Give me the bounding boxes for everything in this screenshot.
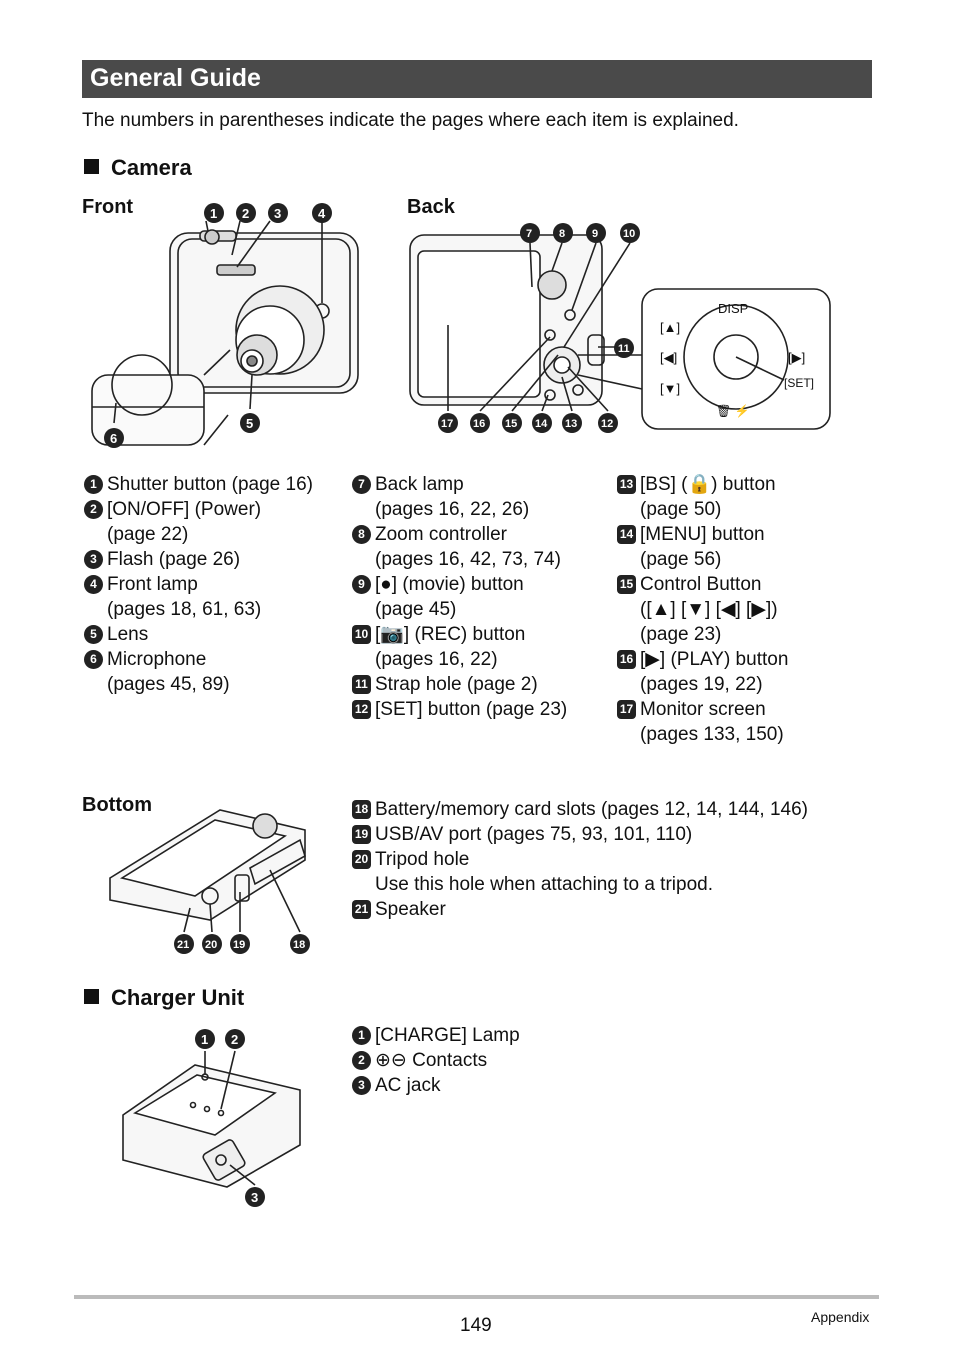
footer-divider	[74, 1295, 879, 1299]
charger-illustration: 1 2 3	[122, 1029, 301, 1207]
list-item: 16[▶] (PLAY) button(pages 19, 22)	[617, 647, 788, 697]
svg-text:19: 19	[233, 939, 245, 951]
svg-text:4: 4	[318, 206, 326, 221]
svg-text:21: 21	[177, 939, 189, 951]
up-key-label: [▲]	[660, 320, 680, 335]
list-item: 1[CHARGE] Lamp	[352, 1023, 520, 1048]
front-label: Front	[82, 196, 134, 218]
svg-text:16: 16	[473, 418, 485, 430]
down-key-label: [▼]	[660, 381, 680, 396]
svg-text:8: 8	[559, 228, 565, 240]
list-item: 9[●] (movie) button(page 45)	[352, 572, 567, 622]
camera-list-col3: 13[BS] (🔒) button(page 50) 14[MENU] butt…	[617, 472, 788, 747]
list-item: 12[SET] button (page 23)	[352, 697, 567, 722]
svg-text:17: 17	[441, 418, 453, 430]
list-item: 10[📷] (REC) button(pages 16, 22)	[352, 622, 567, 672]
svg-text:5: 5	[246, 416, 253, 431]
charger-heading-text: Charger Unit	[111, 985, 245, 1010]
svg-text:18: 18	[293, 939, 305, 951]
bottom-label: Bottom	[82, 794, 152, 816]
camera-back-illustration: DISP [▲] [◀] [▶] [▼] [SET] 🗑 ⚡ 7 8 9 10 …	[409, 223, 831, 433]
svg-text:1: 1	[210, 206, 217, 221]
svg-text:3: 3	[251, 1190, 258, 1205]
svg-text:14: 14	[535, 418, 548, 430]
svg-text:13: 13	[565, 418, 577, 430]
page-title: General Guide	[90, 64, 261, 92]
camera-front-illustration: 1 2 3 4 5 6	[91, 203, 359, 448]
svg-text:9: 9	[592, 228, 598, 240]
svg-text:6: 6	[110, 431, 117, 446]
disp-label: DISP	[718, 301, 748, 316]
list-item: 13[BS] (🔒) button(page 50)	[617, 472, 788, 522]
back-label: Back	[407, 196, 455, 218]
svg-text:1: 1	[201, 1032, 208, 1047]
list-item: 2[ON/OFF] (Power)(page 22)	[84, 497, 313, 547]
right-key-label: [▶]	[788, 350, 805, 365]
camera-heading: Camera	[84, 155, 192, 181]
list-item: 14[MENU] button(page 56)	[617, 522, 788, 572]
svg-text:2: 2	[231, 1032, 238, 1047]
svg-text:7: 7	[526, 228, 532, 240]
intro-text: The numbers in parentheses indicate the …	[82, 110, 739, 131]
camera-heading-text: Camera	[111, 155, 192, 180]
svg-text:12: 12	[601, 418, 613, 430]
trash-flash-label: 🗑 ⚡	[716, 404, 750, 418]
svg-text:15: 15	[505, 418, 517, 430]
svg-text:3: 3	[274, 206, 281, 221]
bullet-square-icon	[84, 989, 99, 1004]
section-label: Appendix	[811, 1309, 870, 1325]
svg-text:20: 20	[205, 939, 217, 951]
camera-bottom-illustration: 21 20 19 18	[109, 809, 310, 954]
list-item: 2⊕⊖ Contacts	[352, 1048, 520, 1073]
left-key-label: [◀]	[660, 350, 677, 365]
charger-heading: Charger Unit	[84, 985, 244, 1011]
page-number: 149	[460, 1315, 492, 1336]
svg-text:2: 2	[242, 206, 249, 221]
bullet-square-icon	[84, 159, 99, 174]
title-bar: General Guide	[82, 60, 872, 98]
set-key-label: [SET]	[784, 376, 814, 390]
svg-text:10: 10	[623, 228, 635, 240]
svg-text:11: 11	[618, 343, 630, 355]
